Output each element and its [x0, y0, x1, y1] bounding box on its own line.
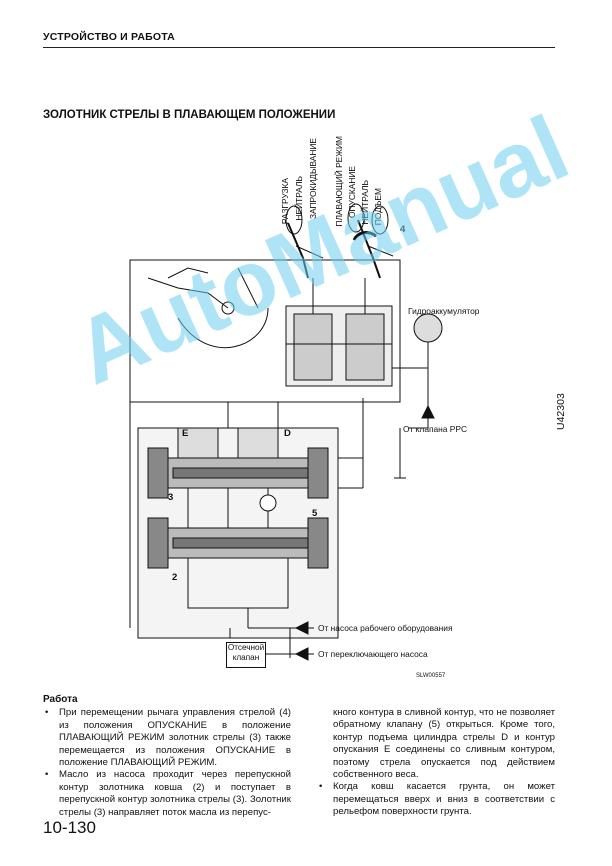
- bullet-list-right: Когда ковш касается грунта, он может пер…: [317, 781, 555, 818]
- accumulator-label: Гидроаккумулятор: [408, 306, 480, 316]
- bullet-list-left: При перемещении рычага управления стрело…: [43, 707, 291, 819]
- body-left-column: Работа При перемещении рычага управления…: [43, 694, 291, 819]
- bullet-item: Когда ковш касается грунта, он может пер…: [317, 781, 555, 818]
- page-title: ЗОЛОТНИК СТРЕЛЫ В ПЛАВАЮЩЕМ ПОЛОЖЕНИИ: [43, 109, 336, 121]
- hydraulic-diagram: РАЗГРУЗКА НЕЙТРАЛЬ ЗАПРОКИДЫВАНИЕ ПЛАВАЮ…: [118, 128, 498, 688]
- mark-e: E: [182, 428, 189, 439]
- mark-4: 4: [400, 224, 406, 235]
- mark-5: 5: [312, 508, 318, 519]
- section-header: УСТРОЙСТВО И РАБОТА: [43, 31, 175, 43]
- pump-label: От насоса рабочего оборудования: [318, 623, 453, 633]
- continuation-paragraph: кного контура в сливной контур, что не п…: [333, 707, 555, 781]
- side-code: U42303: [555, 393, 567, 430]
- cutoff-valve-line1: Отсечной: [227, 643, 265, 652]
- diagram-drawing: [129, 203, 443, 661]
- bullet-item: Масло из насоса проходит через перепускн…: [43, 769, 291, 819]
- page-number: 10-130: [43, 818, 96, 837]
- figure-code: SLW00557: [416, 673, 446, 679]
- body-heading: Работа: [43, 694, 78, 705]
- mark-2: 2: [172, 572, 178, 583]
- ppc-label: От клапана PPC: [403, 424, 468, 434]
- mark-3: 3: [168, 492, 174, 503]
- switch-pump-label: От переключающего насоса: [318, 649, 428, 659]
- mark-d: D: [284, 428, 291, 439]
- bullet-item: При перемещении рычага управления стрело…: [43, 707, 291, 769]
- body-right-column: кного контура в сливной контур, что не п…: [317, 707, 555, 819]
- cutoff-valve-line2: клапан: [232, 653, 260, 662]
- cutoff-valve-box: Отсечной клапан: [226, 642, 266, 668]
- header-rule: [43, 47, 555, 48]
